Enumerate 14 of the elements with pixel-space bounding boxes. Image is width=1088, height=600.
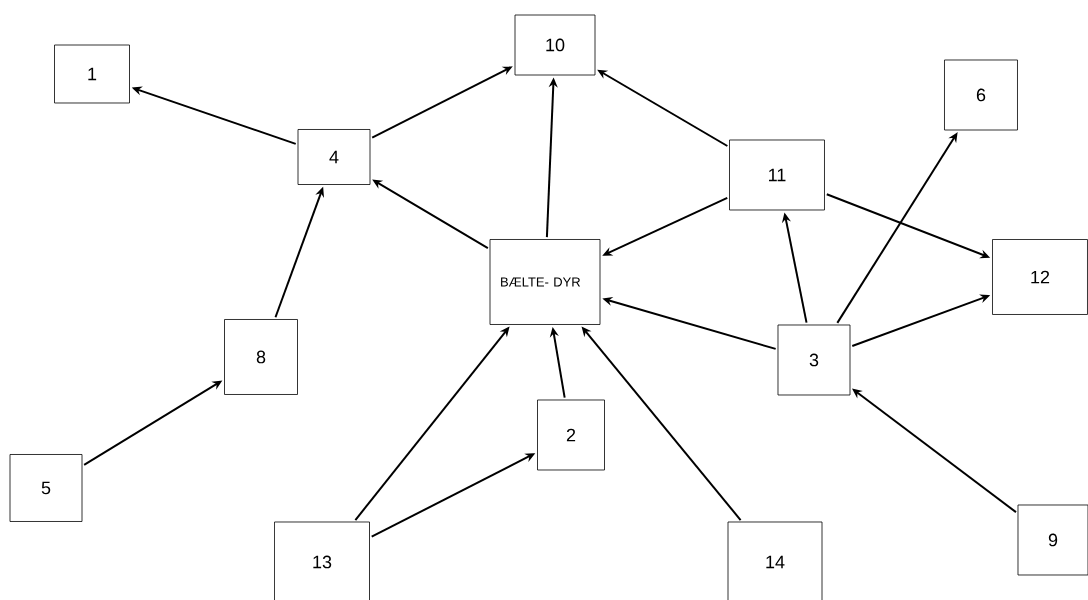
label-box: BÆLTE- DYR — [489, 239, 601, 325]
number-box: 2 — [537, 399, 605, 471]
number-box: 5 — [9, 454, 83, 522]
number-box: 3 — [777, 324, 851, 396]
number-box: 13 — [274, 521, 370, 600]
number-box: 1 — [54, 44, 130, 104]
number-box: 8 — [224, 319, 298, 395]
number-box: 14 — [727, 521, 823, 600]
number-box: 10 — [514, 14, 596, 76]
number-box: 9 — [1017, 504, 1088, 576]
number-box: 4 — [297, 129, 371, 185]
number-box: 6 — [944, 59, 1018, 131]
number-box: 12 — [992, 239, 1088, 315]
number-box: 11 — [729, 139, 825, 211]
